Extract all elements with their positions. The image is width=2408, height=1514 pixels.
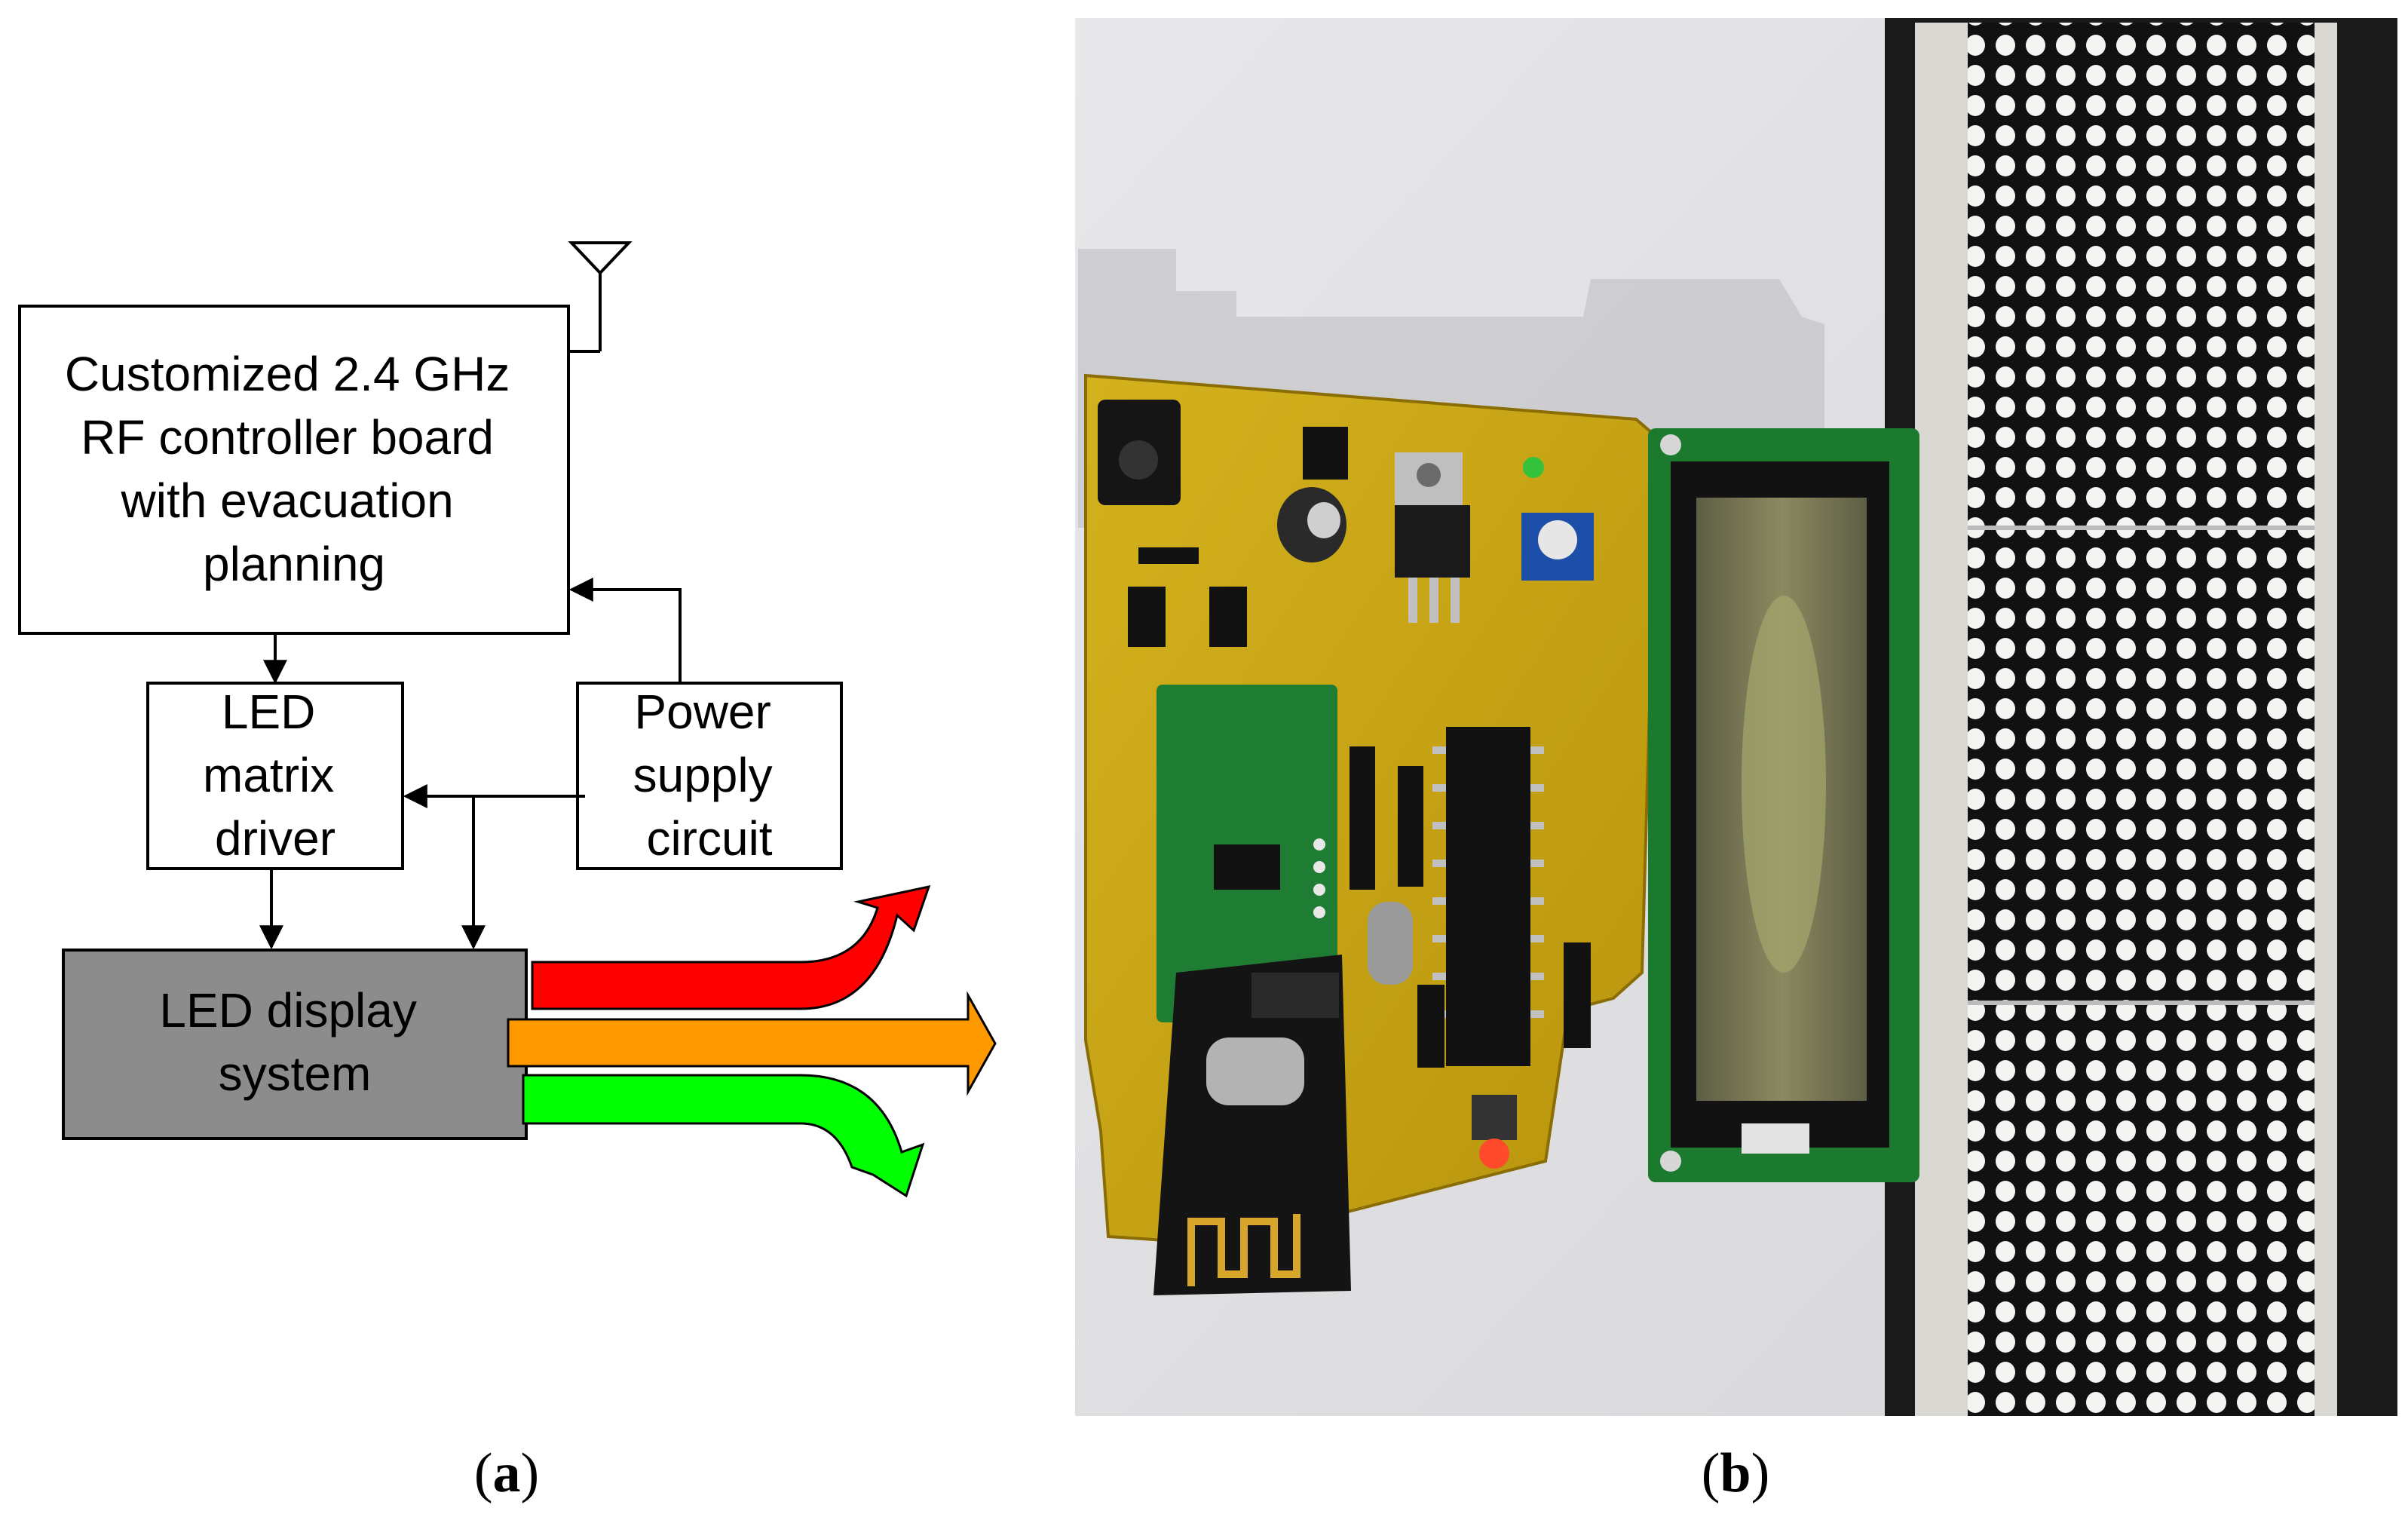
- caption-b: (b): [1702, 1442, 1769, 1504]
- display-line-2: system: [219, 1047, 372, 1101]
- driver-line-1: LED: [222, 685, 316, 739]
- led-dot-matrix-panel: [1915, 23, 2337, 1416]
- power-box-label: Power supply circuit: [633, 685, 786, 866]
- controller-box-label: Customized 2.4 GHz RF controller board w…: [65, 347, 523, 591]
- controller-line-2: RF controller board: [81, 410, 494, 464]
- power-box: Power supply circuit: [576, 682, 843, 870]
- controller-line-4: planning: [203, 537, 385, 591]
- caption-a: (a): [474, 1442, 539, 1504]
- captions: (a) (b): [474, 1442, 1769, 1504]
- orange-arrow-straight: [507, 991, 997, 1096]
- power-line-2: supply: [633, 748, 773, 802]
- direction-arrows: [507, 884, 997, 1198]
- nrf24l01-rf-module: [1153, 955, 1351, 1295]
- red-arrow-up: [531, 884, 931, 1010]
- display-box-label: LED display system: [159, 983, 430, 1101]
- controller-line-1: Customized 2.4 GHz: [65, 347, 510, 401]
- controller-line-3: with evacuation: [121, 474, 454, 528]
- green-arrow-down: [522, 1074, 925, 1198]
- lcd-display: [1648, 428, 1919, 1182]
- controller-box: Customized 2.4 GHz RF controller board w…: [18, 305, 570, 635]
- display-box: LED display system: [62, 949, 528, 1140]
- power-line-1: Power: [634, 685, 770, 739]
- panel-b-hardware-photo: [1075, 18, 2397, 1416]
- driver-line-2: matrix: [203, 748, 334, 802]
- driver-line-3: driver: [215, 811, 335, 866]
- antenna-icon: [568, 241, 633, 353]
- panel-a-block-diagram: Customized 2.4 GHz RF controller board w…: [18, 241, 997, 1198]
- driver-box: LED matrix driver: [146, 682, 404, 870]
- driver-box-label: LED matrix driver: [203, 685, 348, 866]
- display-line-1: LED display: [159, 983, 417, 1037]
- power-line-3: circuit: [646, 811, 772, 866]
- connector-arrows: [259, 578, 682, 950]
- arrow-power-to-controller: [568, 578, 682, 683]
- rf-transceiver-module: [1157, 685, 1337, 1022]
